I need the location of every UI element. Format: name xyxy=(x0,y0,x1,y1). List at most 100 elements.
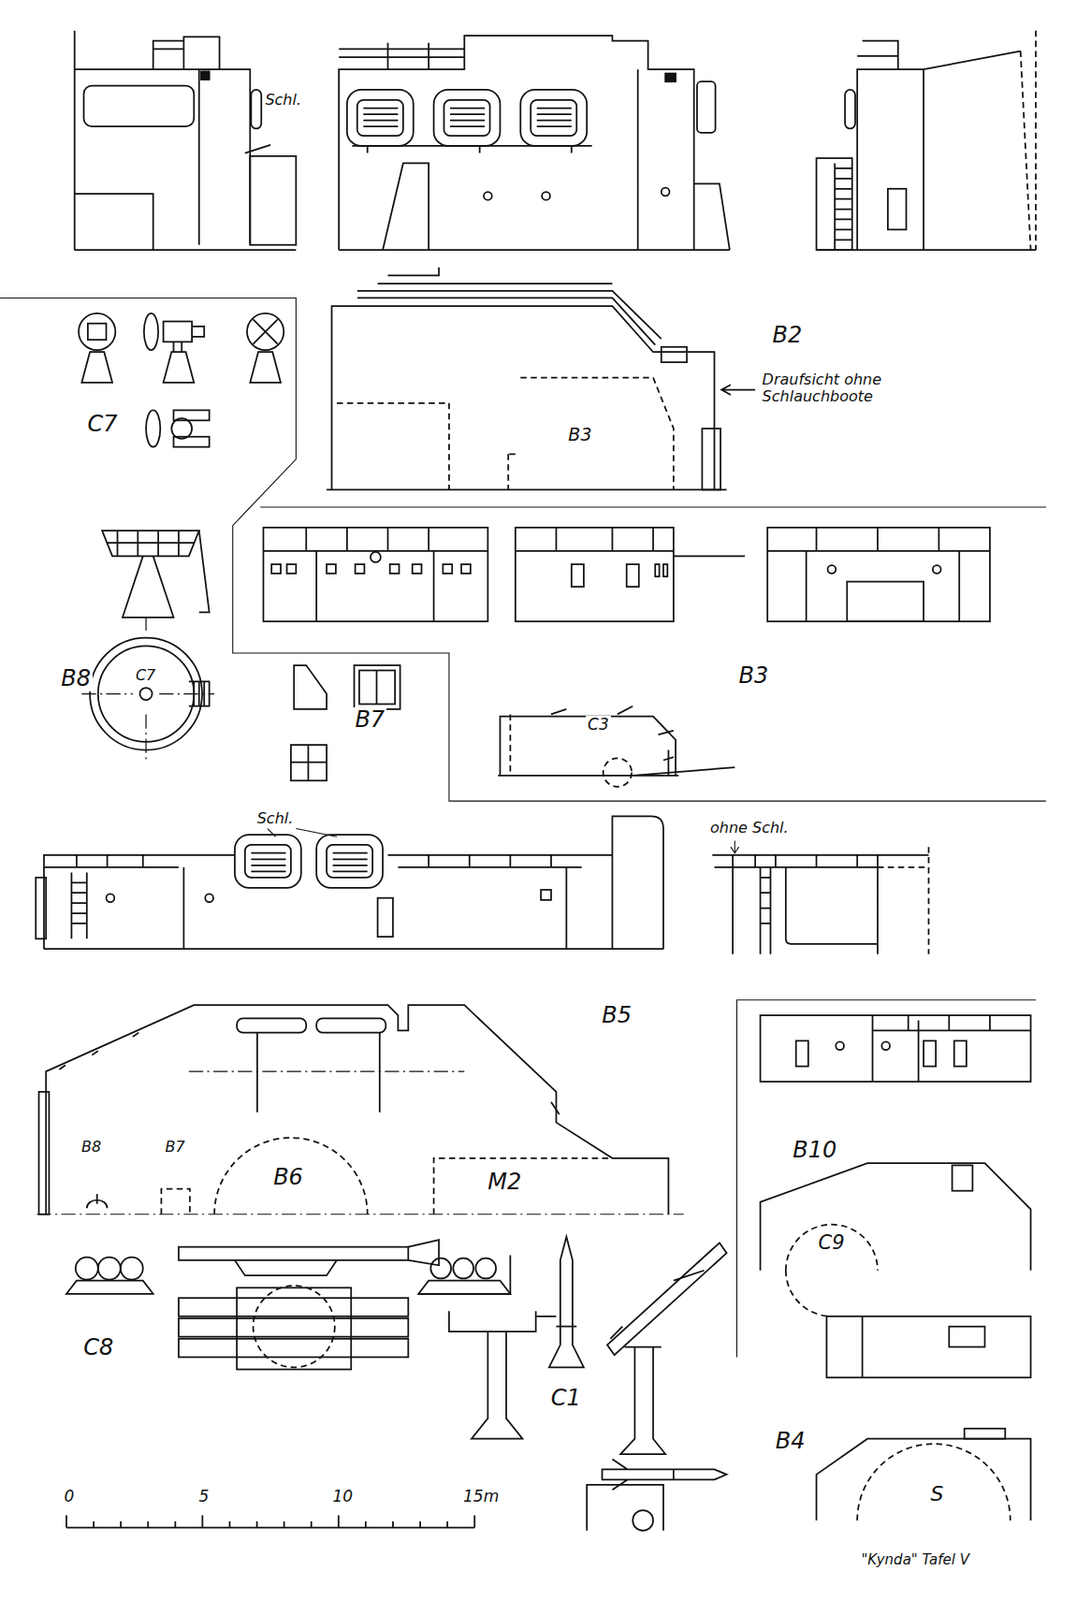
deckhouse-view xyxy=(816,1316,1032,1521)
launcher-symbol xyxy=(234,1239,439,1276)
small-part xyxy=(290,744,327,781)
top-view-outline xyxy=(87,1193,108,1208)
top-view-outline xyxy=(357,267,662,346)
deckhouse-view xyxy=(626,564,640,587)
deckhouse-view xyxy=(881,1041,890,1050)
deckhouse-view xyxy=(846,581,924,623)
superstructure-view xyxy=(816,30,1036,250)
deckhouse-view xyxy=(326,564,336,574)
superstructure-view xyxy=(520,89,587,146)
deckhouse-view xyxy=(932,565,942,574)
deckhouse-elevation xyxy=(234,834,302,888)
missile-launcher xyxy=(620,1347,666,1455)
top-view-outline xyxy=(58,1032,559,1115)
superstructure-view xyxy=(245,145,271,154)
deckhouse-view xyxy=(262,527,488,622)
small-part xyxy=(359,669,395,704)
part-label: B2 xyxy=(770,322,805,348)
part-label: B7 xyxy=(163,1138,188,1156)
part-label: C8 xyxy=(81,1335,116,1360)
deckhouse-view xyxy=(262,527,990,787)
superstructure-view xyxy=(351,145,592,154)
deckhouse-elevation xyxy=(712,855,929,955)
superstructure-view xyxy=(74,30,297,250)
part-label: B6 xyxy=(271,1164,306,1190)
deckhouse-view xyxy=(964,1428,1006,1440)
part-label: C7 xyxy=(133,667,158,684)
top-view-outline xyxy=(326,267,756,491)
deckhouse-view xyxy=(497,716,735,776)
superstructure-view xyxy=(382,162,429,250)
small-part xyxy=(376,669,379,704)
deckhouse-view xyxy=(287,564,297,574)
missile-launcher xyxy=(586,1484,664,1531)
top-view-outline xyxy=(36,1071,684,1215)
plate-caption: "Kynda" Tafel V xyxy=(858,1552,972,1569)
superstructure-view xyxy=(887,189,907,231)
superstructure-view xyxy=(530,100,577,136)
superstructure-view xyxy=(250,89,262,129)
deckhouse-view xyxy=(872,1015,1032,1082)
radar-icon xyxy=(173,436,209,448)
superstructure-view xyxy=(661,188,670,197)
launcher-symbol xyxy=(418,1254,510,1294)
top-view-outline xyxy=(36,1004,684,1215)
top-view-outline xyxy=(661,347,687,363)
deckhouse-elevation xyxy=(35,877,46,939)
deckhouse-view xyxy=(551,706,674,761)
small-part xyxy=(290,665,401,781)
radar-icon xyxy=(247,313,284,350)
launcher-symbol xyxy=(418,1280,510,1295)
part-label: B4 xyxy=(773,1428,808,1454)
superstructure-view xyxy=(338,35,730,250)
missile-launcher xyxy=(449,1236,728,1531)
superstructure-view xyxy=(434,89,501,146)
radar-icon xyxy=(78,313,284,448)
deckhouse-elevation xyxy=(326,844,373,878)
radar-icon xyxy=(253,319,278,344)
platform-symbol xyxy=(81,530,215,760)
panel-border xyxy=(0,297,1047,801)
top-view-outline xyxy=(160,1189,190,1215)
part-label: M2 xyxy=(485,1169,524,1194)
deckhouse-elevation xyxy=(316,834,383,888)
deckhouse-view xyxy=(442,564,452,574)
panel-border xyxy=(736,1000,1036,1358)
superstructure-view xyxy=(357,100,404,136)
launcher-symbol xyxy=(253,1285,335,1368)
deckhouse-elevation xyxy=(267,829,337,838)
deckhouse-view xyxy=(760,1015,1032,1317)
deckhouse-view xyxy=(390,564,400,574)
deckhouse-view xyxy=(861,1316,864,1378)
launcher-symbol xyxy=(452,1258,474,1280)
note-text: Schl. xyxy=(262,91,304,109)
note-text: ohne Schl. xyxy=(708,819,791,837)
deckhouse-view xyxy=(826,1316,1031,1378)
top-view-outline xyxy=(336,378,674,491)
part-label: B8 xyxy=(79,1138,103,1156)
platform-symbol xyxy=(81,617,215,761)
note-text: Schl. xyxy=(255,810,296,828)
deckhouse-view xyxy=(857,1443,1011,1521)
launcher-symbol xyxy=(475,1258,496,1280)
deckhouse-elevation xyxy=(245,844,291,878)
launcher-symbol xyxy=(66,1239,510,1370)
part-label: S xyxy=(929,1483,946,1506)
scale-bar xyxy=(66,1514,475,1528)
launcher-symbol xyxy=(178,1247,408,1261)
deckhouse-view xyxy=(509,713,512,775)
deckhouse-elevation xyxy=(71,872,87,939)
deckhouse-view xyxy=(654,564,659,577)
launcher-symbol xyxy=(178,1318,408,1338)
part-label: B7 xyxy=(352,707,387,732)
deckhouse-elevation xyxy=(730,841,740,854)
part-label: B3 xyxy=(566,424,594,445)
missile-launcher xyxy=(549,1236,584,1368)
superstructure-view xyxy=(541,191,551,201)
radar-icon xyxy=(171,418,192,439)
deckhouse-view xyxy=(412,564,422,574)
top-view-outline xyxy=(721,384,756,395)
part-label: B5 xyxy=(599,1003,634,1028)
radar-icon xyxy=(78,313,116,350)
